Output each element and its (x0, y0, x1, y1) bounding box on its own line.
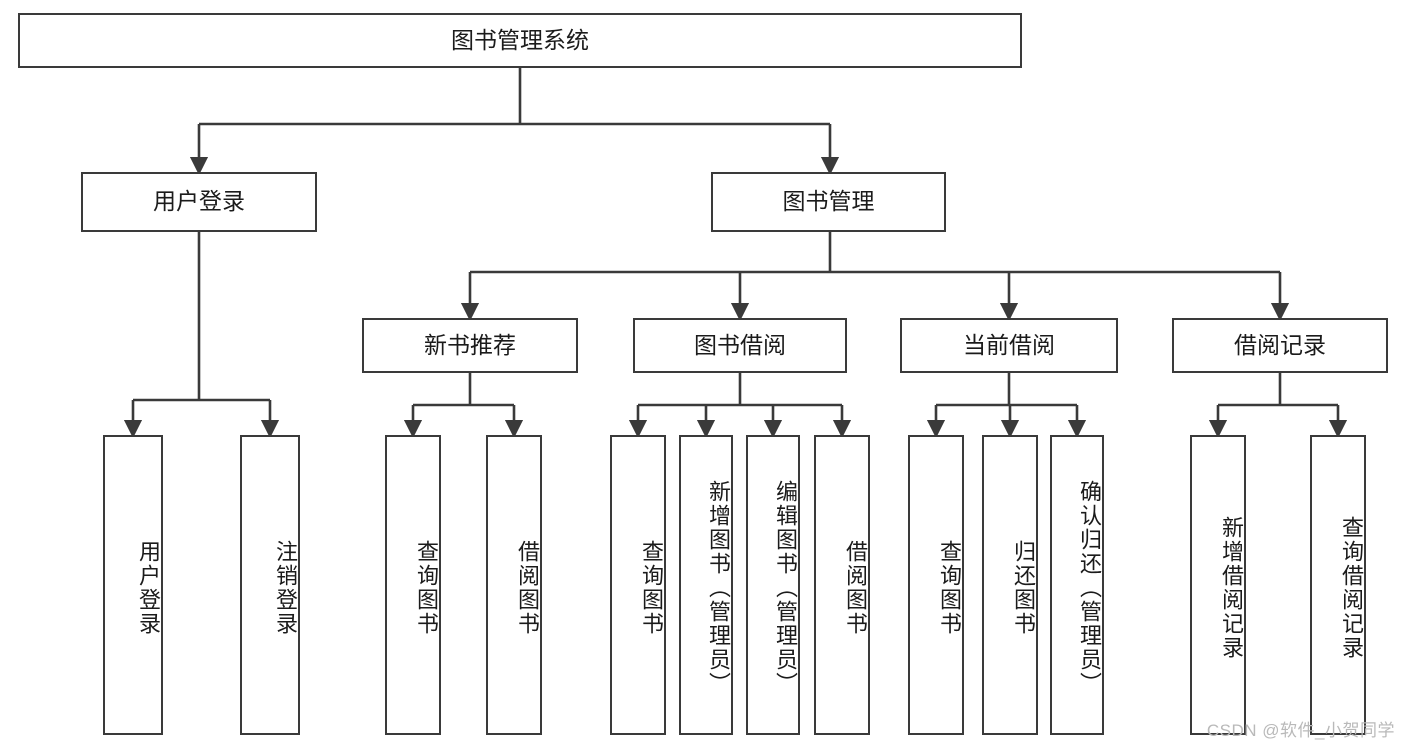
node-user-login[interactable]: 用户登录 (81, 172, 317, 232)
node-current-borrow-label: 当前借阅 (963, 331, 1055, 358)
leaf-add-book-admin[interactable]: 新增图书（管理员） (679, 435, 733, 735)
leaf-query-book-current[interactable]: 查询图书 (908, 435, 964, 735)
leaf-edit-book-admin[interactable]: 编辑图书（管理员） (746, 435, 800, 735)
node-root[interactable]: 图书管理系统 (18, 13, 1022, 68)
leaf-query-borrow-record[interactable]: 查询借阅记录 (1310, 435, 1366, 735)
node-book-management-label: 图书管理 (782, 188, 875, 215)
node-root-label: 图书管理系统 (451, 26, 589, 53)
node-new-book-recommend-label: 新书推荐 (424, 331, 516, 358)
leaf-query-borrow-record-label: 查询借阅记录 (1339, 516, 1364, 660)
node-book-management[interactable]: 图书管理 (711, 172, 946, 232)
leaf-edit-book-admin-label: 编辑图书（管理员） (773, 480, 798, 696)
leaf-query-book-borrow-label: 查询图书 (639, 540, 664, 636)
leaf-add-book-admin-label: 新增图书（管理员） (706, 480, 731, 696)
node-borrow-record[interactable]: 借阅记录 (1172, 318, 1388, 373)
leaf-logout[interactable]: 注销登录 (240, 435, 300, 735)
leaf-return-book[interactable]: 归还图书 (982, 435, 1038, 735)
node-current-borrow[interactable]: 当前借阅 (900, 318, 1118, 373)
leaf-borrow-book-newbook[interactable]: 借阅图书 (486, 435, 542, 735)
leaf-user-login-label: 用户登录 (136, 540, 161, 636)
leaf-query-book-current-label: 查询图书 (937, 540, 962, 636)
leaf-return-book-label: 归还图书 (1011, 540, 1036, 636)
leaf-confirm-return-admin[interactable]: 确认归还（管理员） (1050, 435, 1104, 735)
leaf-add-borrow-record[interactable]: 新增借阅记录 (1190, 435, 1246, 735)
node-user-login-label: 用户登录 (153, 188, 245, 215)
leaf-add-borrow-record-label: 新增借阅记录 (1219, 516, 1244, 660)
leaf-borrow-book-newbook-label: 借阅图书 (515, 540, 540, 636)
leaf-query-book-borrow[interactable]: 查询图书 (610, 435, 666, 735)
node-borrow-record-label: 借阅记录 (1234, 331, 1326, 358)
leaf-logout-label: 注销登录 (273, 540, 298, 636)
node-book-borrow-label: 图书借阅 (694, 331, 786, 358)
node-book-borrow[interactable]: 图书借阅 (633, 318, 847, 373)
leaf-user-login[interactable]: 用户登录 (103, 435, 163, 735)
leaf-query-book-newbook[interactable]: 查询图书 (385, 435, 441, 735)
leaf-confirm-return-admin-label: 确认归还（管理员） (1077, 480, 1102, 696)
leaf-borrow-book-label: 借阅图书 (843, 540, 868, 636)
leaf-query-book-newbook-label: 查询图书 (414, 540, 439, 636)
node-new-book-recommend[interactable]: 新书推荐 (362, 318, 578, 373)
watermark: CSDN @软件_小贺同学 (1206, 721, 1395, 740)
leaf-borrow-book[interactable]: 借阅图书 (814, 435, 870, 735)
